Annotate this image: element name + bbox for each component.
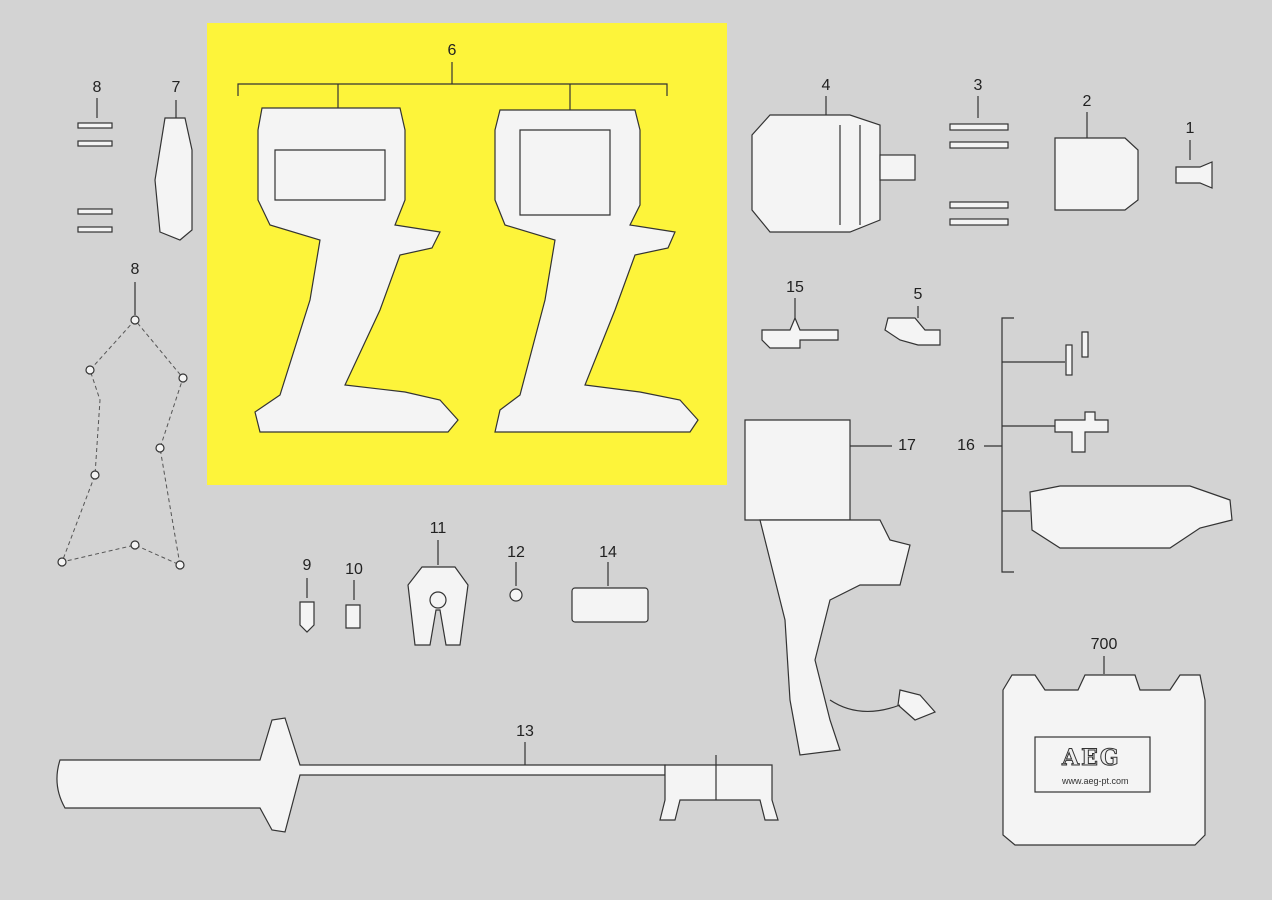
part-17-motor-assembly — [744, 419, 937, 756]
part-13-side-handle — [56, 717, 779, 833]
label-part-13: 13 — [516, 723, 534, 740]
label-part-14: 14 — [599, 544, 617, 561]
part-700-carry-case — [1002, 656, 1206, 846]
part-11-clip — [407, 540, 469, 646]
label-part-15: 15 — [786, 279, 804, 296]
label-part-11: 11 — [429, 520, 447, 537]
label-part-5: 5 — [913, 286, 923, 303]
part-9 — [299, 578, 315, 633]
part-5 — [884, 306, 941, 346]
label-part-4: 4 — [821, 77, 831, 94]
label-part-3: 3 — [973, 77, 983, 94]
label-part-700: 700 — [1090, 636, 1118, 653]
part-8-screw-layout — [57, 282, 188, 570]
part-12-nut — [509, 562, 523, 602]
part-1-screw — [1175, 140, 1213, 189]
label-part-17: 17 — [898, 437, 916, 454]
label-part-6: 6 — [447, 42, 457, 59]
case-brand-logo: AEG — [1062, 745, 1121, 772]
part-14-label — [571, 562, 649, 623]
part-2-chuck — [1054, 112, 1139, 211]
label-part-10: 10 — [345, 561, 363, 578]
label-part-7: 7 — [171, 79, 181, 96]
part-6-bracket — [237, 62, 668, 112]
label-part-1: 1 — [1185, 120, 1195, 137]
label-part-9: 9 — [302, 557, 312, 574]
part-10 — [345, 580, 361, 629]
label-part-16: 16 — [957, 437, 975, 454]
part-3-screws — [949, 96, 1009, 226]
label-part-8-screws: 8 — [92, 79, 102, 96]
case-url-text: www.aeg-pt.com — [1062, 776, 1129, 786]
housing-left-half — [254, 107, 459, 433]
part-15 — [761, 298, 839, 349]
label-part-2: 2 — [1082, 93, 1092, 110]
part-8-screws — [77, 98, 113, 233]
part-4-gearbox — [751, 96, 916, 233]
part-7-cover — [154, 117, 193, 241]
label-part-12: 12 — [507, 544, 525, 561]
part-16-group — [984, 317, 1233, 573]
housing-right-half — [494, 109, 699, 433]
label-part-8-layout: 8 — [130, 261, 140, 278]
